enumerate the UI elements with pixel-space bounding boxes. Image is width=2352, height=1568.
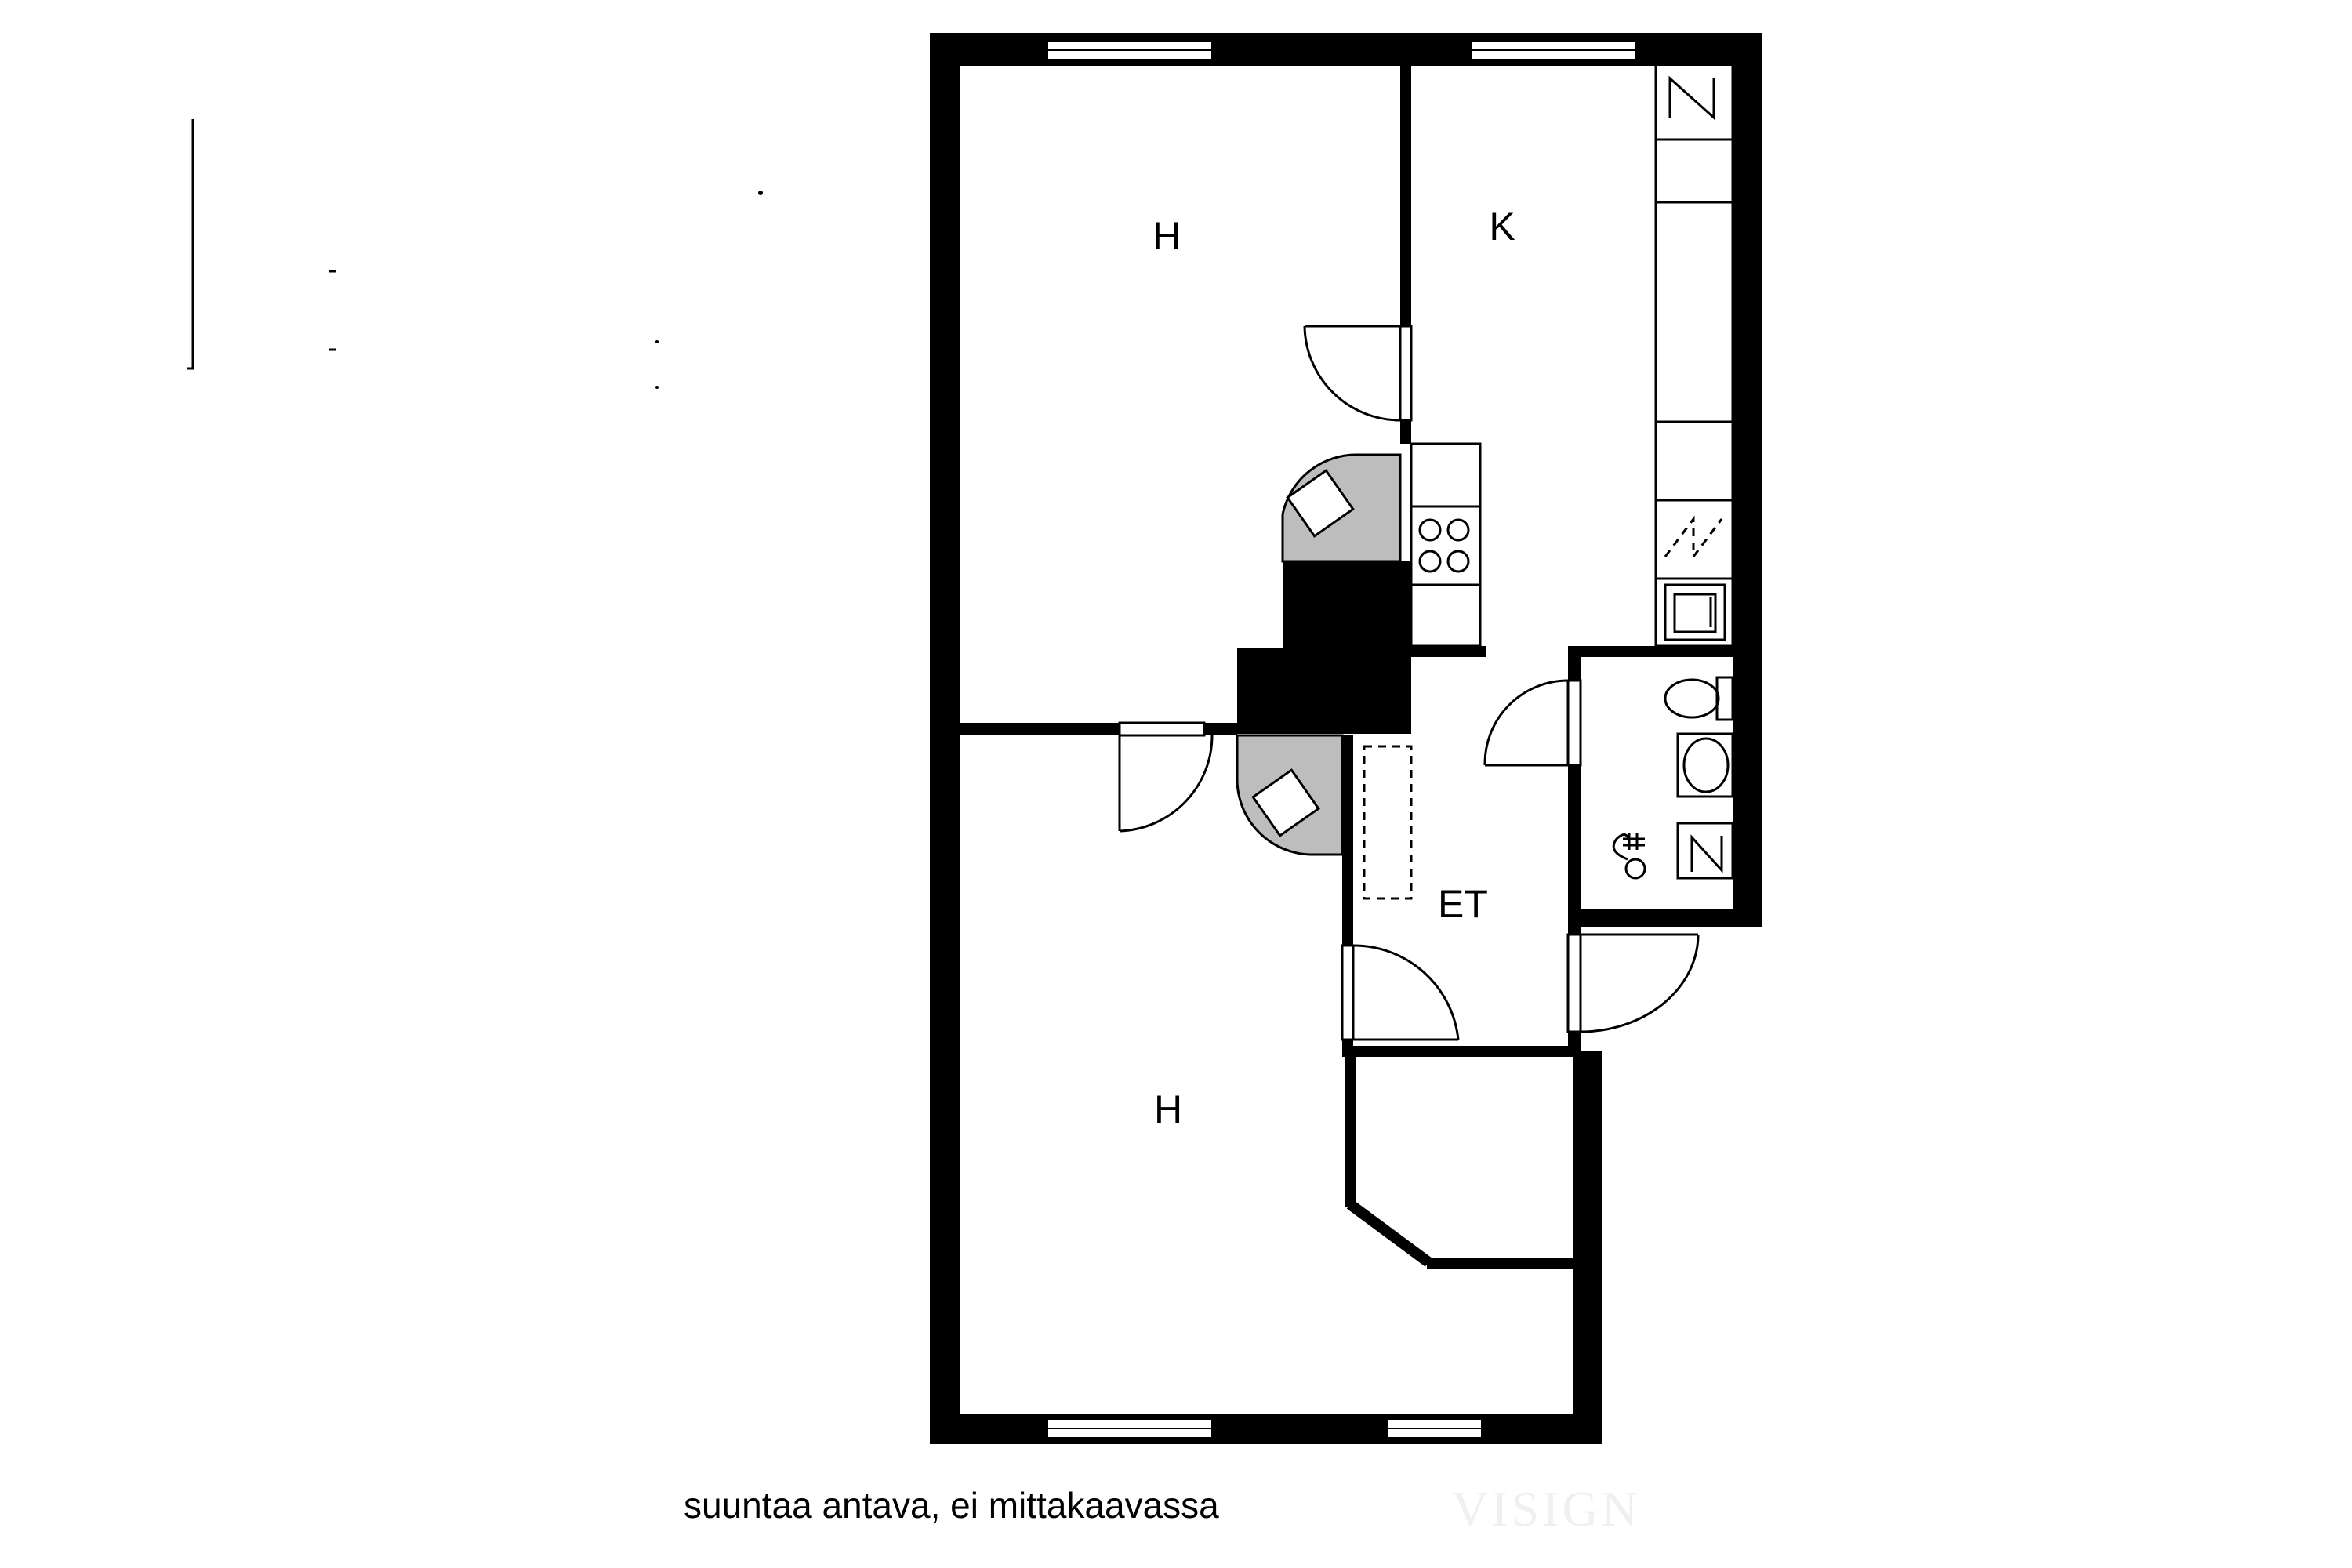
door-bedroom-kitchen <box>1303 325 1413 422</box>
closet-diagonal-wall <box>1346 1200 1432 1267</box>
window-top-right <box>1470 40 1636 60</box>
outer-walls <box>930 33 1762 1444</box>
window-top-left <box>1047 40 1213 60</box>
toilet-icon <box>1664 676 1734 721</box>
brand-watermark: VISIGN <box>1452 1481 1641 1537</box>
window-bottom-left <box>1047 1418 1213 1439</box>
washbasin-icon <box>1676 732 1734 798</box>
room-label-lower-bedroom: H <box>1154 1087 1182 1131</box>
room-label-kitchen: K <box>1489 205 1515 249</box>
door-entrance <box>1566 933 1700 1033</box>
doors <box>1118 325 1700 1041</box>
kitchen-sink <box>1664 583 1726 641</box>
door-lower-bedroom <box>1118 721 1214 833</box>
stove-upper <box>1281 453 1402 563</box>
stove-burners <box>1418 518 1470 573</box>
scale-disclaimer: suuntaa antava, ei mittakaavassa <box>684 1485 1219 1526</box>
door-bathroom <box>1483 679 1582 767</box>
room-label-hall: ET <box>1438 882 1488 926</box>
stove-lower <box>1236 734 1344 856</box>
chimney-block <box>1237 561 1411 734</box>
water-heater-icon <box>1676 822 1734 880</box>
stray-marks <box>187 119 763 389</box>
room-label-upper-bedroom: H <box>1152 214 1181 258</box>
interior-walls <box>958 61 1762 1269</box>
bathroom-fixtures <box>1612 676 1734 880</box>
windows <box>1047 40 1636 1439</box>
hall-wardrobe <box>1363 745 1413 900</box>
kitchen-cabinets <box>1410 61 1734 648</box>
door-hall-bedroom <box>1341 944 1460 1041</box>
window-bottom-right <box>1387 1418 1483 1439</box>
shower-drain-icon <box>1612 833 1646 880</box>
